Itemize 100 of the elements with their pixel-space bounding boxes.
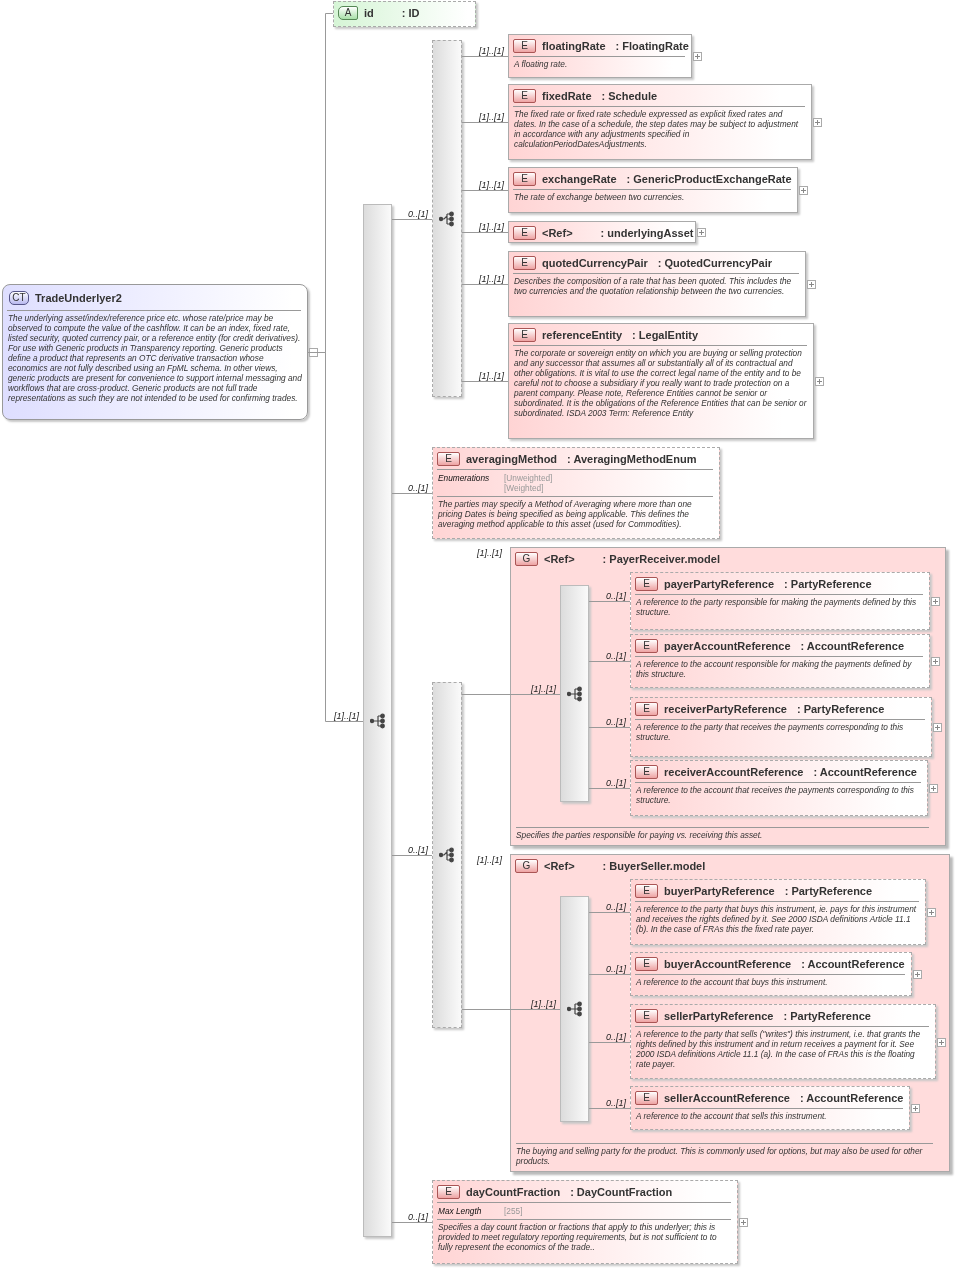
cardinality-label: 0..[1] [408, 1211, 428, 1222]
type-name: : GenericProductExchangeRate [626, 173, 792, 185]
facet-value: [255] [504, 1206, 523, 1216]
group-badge: G [515, 859, 538, 873]
choice-compositor-bar [432, 682, 462, 1028]
element-name: <Ref> [544, 553, 575, 565]
connector-line [461, 190, 509, 191]
connector-line [461, 381, 509, 382]
element-name: averagingMethod [466, 453, 558, 465]
cardinality-label: [1]..[1] [334, 710, 359, 721]
type-name: : AveragingMethodEnum [567, 453, 697, 465]
element-badge: E [513, 39, 536, 53]
cardinality-label: [1]..[1] [531, 998, 556, 1009]
element-badge: E [635, 765, 658, 779]
element-badge: E [513, 226, 536, 240]
cardinality-label: 0..[1] [606, 1097, 626, 1108]
facet-label: Enumerations [438, 473, 491, 485]
element-name: quotedCurrencyPair [542, 257, 648, 269]
connector-line [588, 912, 631, 913]
type-name: : ID [401, 7, 420, 19]
cardinality-label: [1]..[1] [479, 111, 504, 122]
type-name: : underlyingAsset [600, 227, 694, 239]
element-name: sellerAccountReference [664, 1092, 790, 1104]
cardinality-label: 0..[1] [606, 590, 626, 601]
cardinality-label: [1]..[1] [531, 683, 556, 694]
element-badge: E [635, 1009, 658, 1023]
choice-compositor-bar [432, 40, 462, 397]
sequence-compositor-bar [560, 585, 589, 802]
description-text: The rate of exchange between two currencies. [513, 191, 686, 202]
type-name: : Schedule [601, 90, 658, 102]
description-text: A reference to the party that sells ("writes") this instrument, i.e. that grants the rights defined by this instrument and in return receives a payment for it. See 2000 ISDA definitions Article 11.1 (a). In the case of FRAs this is the floating rate payer. [635, 1028, 922, 1069]
description-text: A reference to the party that buys this instrument, ie. pays for this instrument and receives the rights defined by it. See 2000 ISDA definitions Article 11.1 (b). In the case of FRAs this the fixed rate payer. [635, 903, 918, 934]
cardinality-label: 0..[1] [408, 844, 428, 855]
element-badge: E [635, 702, 658, 716]
cardinality-label: 0..[1] [606, 777, 626, 788]
element-box [630, 572, 930, 630]
element-badge: E [513, 172, 536, 186]
element-box [508, 34, 692, 78]
sequence-compositor-bar [363, 204, 392, 1237]
element-name: exchangeRate [542, 173, 617, 185]
group-box [510, 547, 946, 846]
element-name: payerAccountReference [664, 640, 791, 652]
connector-line [391, 493, 433, 494]
connector-line [588, 1108, 631, 1109]
attribute-badge: A [338, 6, 358, 20]
type-name: : BuyerSeller.model [602, 860, 706, 872]
group-box [510, 854, 950, 1172]
description-text: The fixed rate or fixed rate schedule expressed as explicit fixed rates and dates. In the case of a schedule, the step dates may be subject to adjustment in accordance with any adjustments specified in calculationPeriodDatesAdjustments. [513, 108, 800, 149]
element-box [630, 952, 912, 996]
element-box [630, 634, 930, 688]
cardinality-label: 0..[1] [606, 963, 626, 974]
complex-type-badge: CT [9, 291, 29, 305]
type-name: : PartyReference [784, 578, 872, 590]
type-name: : DayCountFraction [570, 1186, 673, 1198]
description-text: The underlying asset/index/reference price etc. whose rate/price may be observed to compute the value of the cashflow. It can be an index, fixed rate, listed security, quoted currency pair, or a reference entity (for credit derivatives). For use with Generic products in Transparency reporting. Generic products define a product that represents an OTC derivative transaction whose economics are not fully described using an FpML schema. In other views, generic products are present for convenience to support internal messaging and workflows that are cross-product. Generic products are not full trade representations as such they are not intended to be used for confirming trades. [7, 312, 303, 403]
cardinality-label: 0..[1] [408, 482, 428, 493]
element-badge: E [513, 89, 536, 103]
description-text: The corporate or sovereign entity on which you are buying or selling protection and any successor that assumes all or substantially all of its contractual and other obligations. It is vital to use the correct legal name of the entity and to be careful not to choose a subsidiary if you really want to trade protection on a parent company. Please note, Reference Entities cannot be senior or subordinated. It is the obligations of the Reference Entities that can be senior or subordinated. ISDA 2003 Term: Reference Entity [513, 347, 808, 418]
element-badge: E [513, 256, 536, 270]
element-box [630, 760, 928, 816]
type-name: : PartyReference [784, 885, 873, 897]
element-name: floatingRate [542, 40, 606, 52]
type-name: : PayerReceiver.model [602, 553, 720, 565]
cardinality-label: [1]..[1] [477, 548, 502, 558]
description-text: A reference to the account that sells this instrument. [635, 1110, 828, 1121]
connector-line [461, 1009, 561, 1010]
type-name: : AccountReference [799, 1092, 904, 1104]
element-name: buyerAccountReference [664, 958, 792, 970]
connector-line [588, 788, 631, 789]
element-name: <Ref> [542, 227, 573, 239]
connector-line [588, 974, 631, 975]
element-box [630, 697, 932, 757]
cardinality-label: [1]..[1] [477, 855, 502, 865]
connector-line [461, 232, 509, 233]
type-name: : AccountReference [801, 958, 905, 970]
cardinality-label: 0..[1] [408, 208, 428, 219]
connector-line [461, 284, 509, 285]
element-badge: E [635, 957, 658, 971]
description-text: A reference to the party that receives the payments corresponding to this structure. [635, 721, 905, 742]
element-badge: E [635, 577, 658, 591]
type-name: : LegalEntity [632, 329, 699, 341]
description-text: Describes the composition of a rate that has been quoted. This includes the two currencies and the quotation relationship between the two currencies. [513, 275, 793, 296]
cardinality-label: [1]..[1] [479, 221, 504, 232]
cardinality-label: 0..[1] [606, 716, 626, 727]
element-box [630, 1086, 910, 1130]
element-name: payerPartyReference [664, 578, 775, 590]
type-name: TradeUnderlyer2 [35, 292, 122, 304]
type-name: : QuotedCurrencyPair [657, 257, 773, 269]
element-box [508, 84, 812, 160]
connector-line [461, 694, 561, 695]
connector-line [588, 1042, 631, 1043]
element-badge: E [635, 1091, 658, 1105]
description-text: A reference to the account that buys this instrument. [635, 976, 829, 987]
element-name: referenceEntity [542, 329, 623, 341]
connector-line [461, 56, 509, 57]
element-box [432, 447, 720, 539]
description-text: A floating rate. [513, 58, 569, 69]
element-box [508, 221, 696, 243]
facet-value: [Weighted] [504, 483, 545, 493]
cardinality-label: [1]..[1] [479, 273, 504, 284]
